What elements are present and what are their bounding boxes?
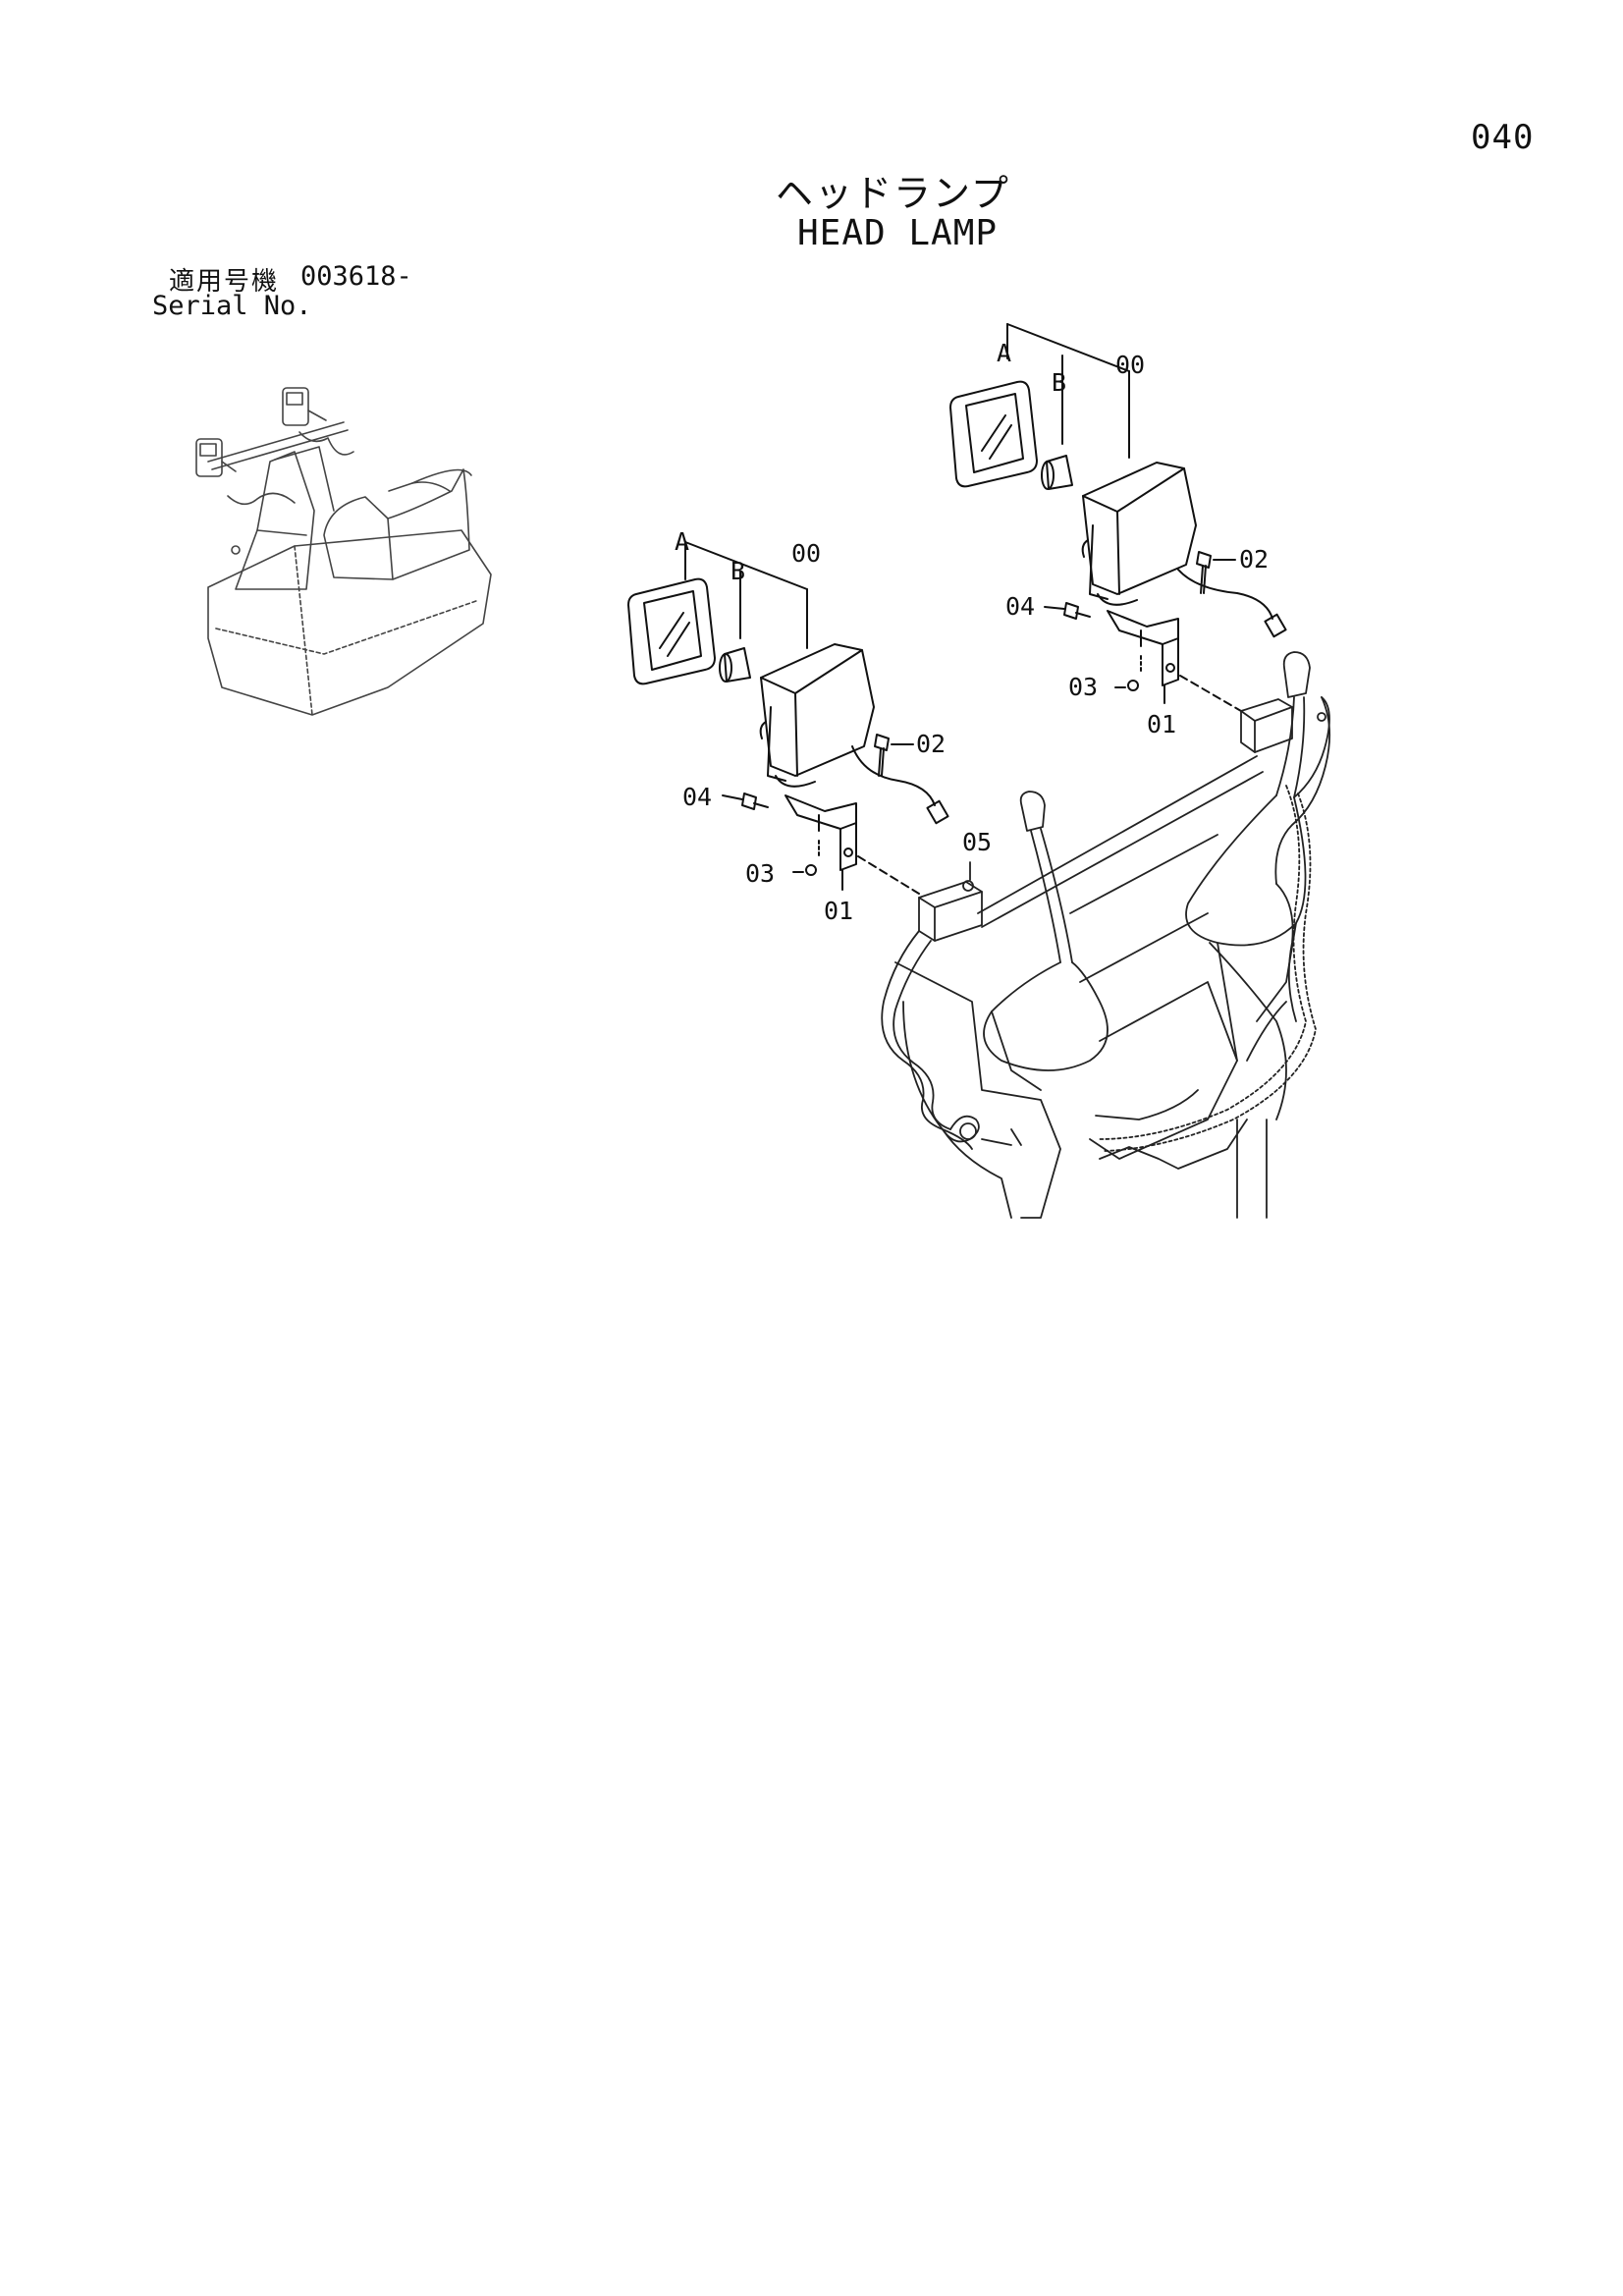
left-callout-04: 04 — [682, 783, 712, 811]
right-bracket-01 — [1107, 610, 1179, 686]
serial-label-japanese: 適用号機 — [169, 267, 280, 297]
right-bolt-02 — [1196, 551, 1212, 594]
left-callout-03: 03 — [745, 859, 775, 888]
left-lamp-assembly — [627, 541, 949, 895]
page-number: 040 — [1471, 118, 1535, 157]
right-nut-03 — [1127, 680, 1139, 691]
right-lamp-assembly — [949, 323, 1287, 712]
right-callout-b: B — [1052, 368, 1066, 397]
left-callout-b: B — [730, 557, 745, 585]
left-callout-a: A — [675, 527, 689, 556]
left-bulb — [719, 647, 751, 683]
left-lamp-housing — [759, 643, 949, 825]
right-callout-03: 03 — [1068, 673, 1098, 701]
left-bolt-04 — [741, 793, 769, 810]
console-and-levers — [881, 651, 1331, 1219]
right-bulb — [1041, 455, 1073, 490]
left-callout-00: 00 — [791, 539, 821, 568]
left-nut-03 — [805, 864, 817, 876]
serial-number-value: 003618- — [300, 261, 412, 292]
callout-05: 05 — [962, 828, 992, 856]
right-callout-02: 02 — [1239, 545, 1269, 574]
right-callout-04: 04 — [1005, 592, 1035, 621]
left-lens-frame — [627, 577, 716, 685]
right-callout-a: A — [997, 339, 1011, 367]
left-callout-02: 02 — [916, 730, 946, 758]
page-title: HEAD LAMP — [797, 213, 999, 253]
right-callout-01: 01 — [1147, 710, 1176, 738]
left-bolt-02 — [874, 734, 890, 777]
right-lamp-housing — [1081, 462, 1287, 638]
left-callout-01: 01 — [824, 897, 853, 925]
serial-label: Serial No. — [152, 291, 312, 321]
right-callout-00: 00 — [1115, 351, 1145, 379]
right-bolt-04 — [1063, 602, 1091, 620]
right-lens-frame — [949, 380, 1038, 488]
page-title-japanese: ヘッドランプ — [776, 172, 1010, 215]
left-bracket-01 — [784, 794, 857, 871]
overview-thumbnail — [195, 387, 492, 716]
